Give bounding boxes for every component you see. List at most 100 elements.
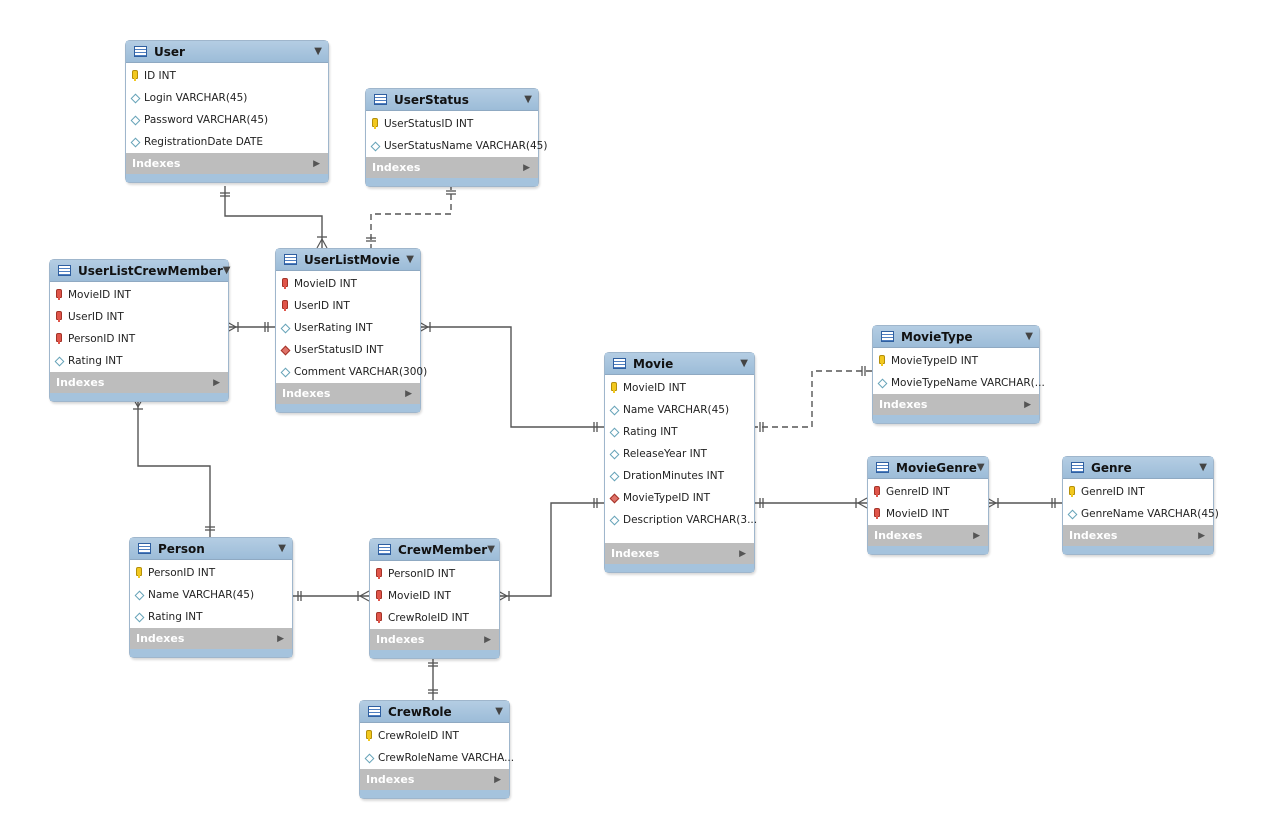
table-header[interactable]: User▼ — [126, 41, 328, 63]
column-row[interactable]: MovieTypeName VARCHAR(... — [873, 372, 1045, 394]
expand-arrow-icon[interactable]: ▶ — [494, 774, 501, 785]
indexes-section[interactable]: Indexes▶ — [126, 153, 328, 174]
column-row[interactable]: Rating INT — [130, 606, 292, 628]
dropdown-arrow-icon[interactable]: ▼ — [1199, 462, 1207, 473]
column-row[interactable]: MovieID INT — [276, 273, 420, 295]
column-row[interactable]: UserRating INT — [276, 317, 420, 339]
relationship-line[interactable] — [753, 497, 868, 509]
column-row[interactable]: DrationMinutes INT — [605, 465, 754, 487]
relationship-line[interactable] — [753, 366, 872, 432]
expand-arrow-icon[interactable]: ▶ — [484, 634, 491, 645]
relationship-line[interactable] — [291, 590, 370, 602]
relationship-line[interactable] — [418, 321, 604, 432]
column-row[interactable]: MovieTypeID INT — [605, 487, 754, 509]
column-row[interactable]: RegistrationDate DATE — [126, 131, 328, 153]
expand-arrow-icon[interactable]: ▶ — [739, 548, 746, 559]
column-row[interactable]: PersonID INT — [50, 328, 228, 350]
indexes-section[interactable]: Indexes▶ — [605, 543, 754, 564]
column-row[interactable]: PersonID INT — [370, 563, 499, 585]
expand-arrow-icon[interactable]: ▶ — [1198, 530, 1205, 541]
expand-arrow-icon[interactable]: ▶ — [277, 633, 284, 644]
column-row[interactable]: Description VARCHAR(3... — [605, 509, 757, 531]
column-row[interactable]: MovieID INT — [868, 503, 988, 525]
indexes-section[interactable]: Indexes▶ — [868, 525, 988, 546]
relationship-line[interactable] — [132, 397, 215, 537]
table-header[interactable]: CrewMember▼ — [370, 539, 499, 561]
table-header[interactable]: Movie▼ — [605, 353, 754, 375]
column-row[interactable]: CrewRoleID INT — [360, 725, 509, 747]
expand-arrow-icon[interactable]: ▶ — [213, 377, 220, 388]
column-row[interactable]: MovieID INT — [605, 377, 754, 399]
relationship-line[interactable] — [497, 498, 604, 602]
column-row[interactable]: Password VARCHAR(45) — [126, 109, 328, 131]
dropdown-arrow-icon[interactable]: ▼ — [976, 462, 985, 473]
column-row[interactable]: ReleaseYear INT — [605, 443, 754, 465]
dropdown-arrow-icon[interactable]: ▼ — [740, 358, 748, 369]
table-header[interactable]: CrewRole▼ — [360, 701, 509, 723]
column-row[interactable]: Comment VARCHAR(300) — [276, 361, 427, 383]
dropdown-arrow-icon[interactable]: ▼ — [487, 544, 495, 555]
expand-arrow-icon[interactable]: ▶ — [523, 162, 530, 173]
table-header[interactable]: Genre▼ — [1063, 457, 1213, 479]
column-row[interactable]: UserID INT — [50, 306, 228, 328]
column-row[interactable]: Rating INT — [50, 350, 228, 372]
dropdown-arrow-icon[interactable]: ▼ — [278, 543, 286, 554]
relationship-line[interactable] — [226, 321, 275, 333]
dropdown-arrow-icon[interactable]: ▼ — [1025, 331, 1033, 342]
table-header[interactable]: UserListCrewMember▼ — [50, 260, 231, 282]
indexes-section[interactable]: Indexes▶ — [50, 372, 228, 393]
relationship-line[interactable] — [428, 656, 438, 700]
dropdown-arrow-icon[interactable]: ▼ — [495, 706, 503, 717]
dropdown-arrow-icon[interactable]: ▼ — [314, 46, 322, 57]
column-row[interactable]: UserID INT — [276, 295, 420, 317]
table-header[interactable]: UserStatus▼ — [366, 89, 538, 111]
column-row[interactable]: MovieID INT — [50, 284, 228, 306]
indexes-section[interactable]: Indexes▶ — [360, 769, 509, 790]
column-row[interactable]: GenreID INT — [1063, 481, 1213, 503]
column-row[interactable]: GenreID INT — [868, 481, 988, 503]
indexes-section[interactable]: Indexes▶ — [276, 383, 420, 404]
dropdown-arrow-icon[interactable]: ▼ — [524, 94, 532, 105]
column-row[interactable]: CrewRoleID INT — [370, 607, 499, 629]
indexes-section[interactable]: Indexes▶ — [366, 157, 538, 178]
expand-arrow-icon[interactable]: ▶ — [313, 158, 320, 169]
column-row[interactable]: Name VARCHAR(45) — [130, 584, 292, 606]
table-header[interactable]: Person▼ — [130, 538, 292, 560]
column-row[interactable]: Rating INT — [605, 421, 754, 443]
table-header[interactable]: UserListMovie▼ — [276, 249, 420, 271]
indexes-section[interactable]: Indexes▶ — [873, 394, 1039, 415]
indexes-section[interactable]: Indexes▶ — [1063, 525, 1213, 546]
indexes-section[interactable]: Indexes▶ — [130, 628, 292, 649]
column-row[interactable]: CrewRoleName VARCHA... — [360, 747, 514, 769]
column-row[interactable]: Login VARCHAR(45) — [126, 87, 328, 109]
column-row[interactable]: UserStatusName VARCHAR(45) — [366, 135, 547, 157]
dropdown-arrow-icon[interactable]: ▼ — [222, 265, 231, 276]
indexes-section[interactable]: Indexes▶ — [370, 629, 499, 650]
expand-arrow-icon[interactable]: ▶ — [405, 388, 412, 399]
column-row[interactable]: GenreName VARCHAR(45) — [1063, 503, 1219, 525]
expand-arrow-icon[interactable]: ▶ — [973, 530, 980, 541]
relationship-line[interactable] — [220, 186, 328, 249]
relationship-line[interactable] — [366, 184, 456, 248]
dropdown-arrow-icon[interactable]: ▼ — [406, 254, 414, 265]
expand-arrow-icon[interactable]: ▶ — [1024, 399, 1031, 410]
column-row[interactable]: ID INT — [126, 65, 328, 87]
column-row[interactable]: MovieID INT — [370, 585, 499, 607]
column-row[interactable]: UserStatusID INT — [366, 113, 538, 135]
relationship-line[interactable] — [986, 497, 1062, 509]
table-header[interactable]: MovieType▼ — [873, 326, 1039, 348]
table-header[interactable]: MovieGenre▼ — [868, 457, 988, 479]
column-row[interactable]: UserStatusID INT — [276, 339, 420, 361]
column-row[interactable]: Name VARCHAR(45) — [605, 399, 754, 421]
